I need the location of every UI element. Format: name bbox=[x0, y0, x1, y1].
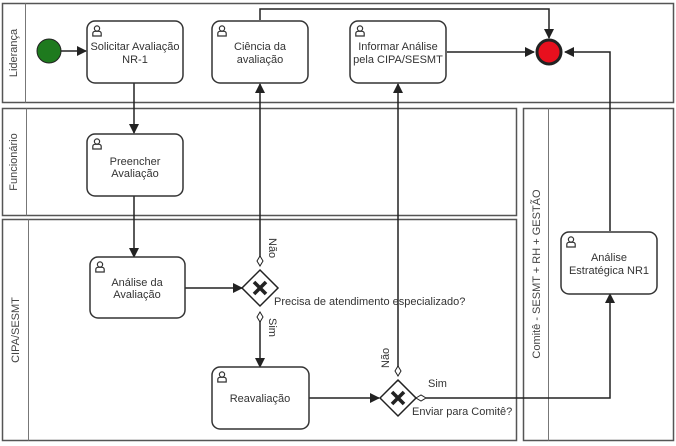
task-label: NR-1 bbox=[122, 54, 148, 66]
gateway-precisa-atendimento[interactable]: Precisa de atendimento especializado? Nã… bbox=[240, 238, 465, 337]
start-event[interactable] bbox=[36, 38, 62, 64]
condition-marker-g1-nao bbox=[256, 255, 264, 267]
task-label: Informar Análise bbox=[358, 41, 437, 53]
flow-estrategica-to-end[interactable] bbox=[564, 47, 611, 231]
task-label: Avaliação bbox=[111, 168, 159, 180]
task-analise-avaliacao[interactable]: Análise da Avaliação bbox=[89, 256, 186, 319]
task-label: Solicitar Avaliação bbox=[90, 41, 179, 53]
exclusive-x-icon bbox=[252, 280, 268, 296]
task-ciencia-avaliacao[interactable]: Ciência da avaliação bbox=[211, 20, 309, 84]
condition-marker-g1-sim bbox=[256, 311, 264, 323]
task-reavaliacao[interactable]: Reavaliação bbox=[211, 366, 310, 430]
flow-label-sim: Sim bbox=[266, 318, 278, 337]
task-solicitar-avaliacao[interactable]: Solicitar Avaliação NR-1 bbox=[86, 20, 184, 84]
lane-label-lideranca: Liderança bbox=[8, 28, 20, 77]
task-label: Ciência da bbox=[234, 41, 287, 53]
flow-label-sim: Sim bbox=[428, 378, 447, 390]
task-preencher-avaliacao[interactable]: Preencher Avaliação bbox=[86, 133, 184, 197]
gateway-question: Precisa de atendimento especializado? bbox=[274, 296, 465, 308]
lane-label-comite: Comitê - SESMT + RH + GESTÃO bbox=[530, 189, 543, 359]
flow-label-nao: Não bbox=[266, 238, 278, 258]
task-informar-analise[interactable]: Informar Análise pela CIPA/SESMT bbox=[349, 20, 447, 84]
lane-label-cipa-sesmt: CIPA/SESMT bbox=[10, 297, 22, 363]
gateway-question: Enviar para Comitê? bbox=[412, 406, 512, 418]
task-label: Avaliação bbox=[113, 289, 161, 301]
flow-ciencia-to-end[interactable] bbox=[259, 8, 554, 39]
condition-marker-g2-sim bbox=[415, 394, 427, 402]
task-analise-estrategica[interactable]: Análise Estratégica NR1 bbox=[560, 231, 658, 295]
flow-label-nao: Não bbox=[380, 348, 392, 368]
task-label: Estratégica NR1 bbox=[569, 265, 649, 277]
flow-gateway2-sim-to-estrategica[interactable] bbox=[426, 293, 615, 399]
task-label: Preencher bbox=[110, 156, 161, 168]
sequence-flows bbox=[61, 8, 615, 403]
task-label: avaliação bbox=[237, 54, 283, 66]
lane-label-funcionario: Funcionário bbox=[8, 133, 20, 190]
task-label: pela CIPA/SESMT bbox=[353, 54, 443, 66]
exclusive-x-icon bbox=[390, 390, 406, 406]
condition-marker-g2-nao bbox=[394, 365, 402, 377]
end-event[interactable] bbox=[535, 38, 563, 66]
task-label: Análise bbox=[591, 252, 627, 264]
task-label: Análise da bbox=[111, 277, 163, 289]
gateway-enviar-comite[interactable]: Enviar para Comitê? Não Sim bbox=[378, 348, 512, 418]
task-label: Reavaliação bbox=[230, 393, 291, 405]
